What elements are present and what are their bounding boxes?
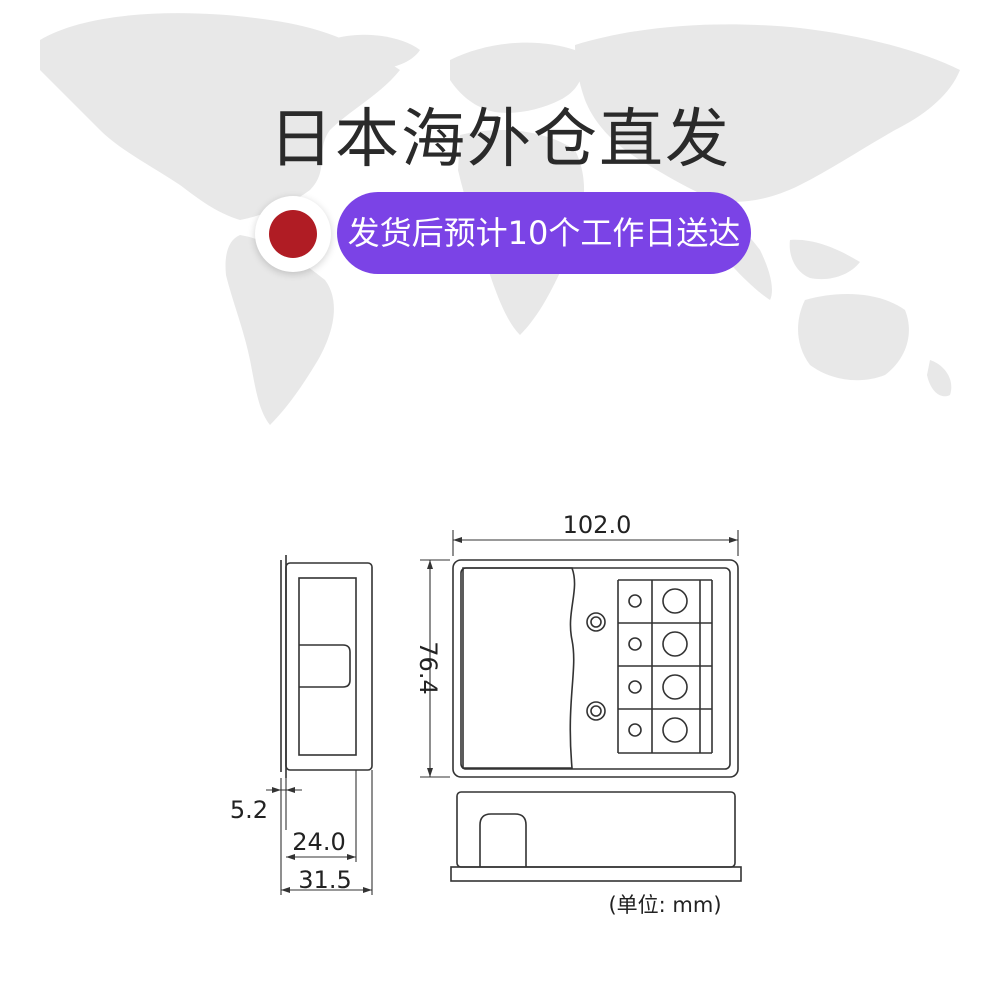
flag-sun-disc <box>269 210 317 258</box>
front-view <box>452 559 739 778</box>
dimension-height: 76.4 <box>414 641 442 694</box>
side-view <box>280 555 373 778</box>
japan-flag-icon <box>255 196 331 272</box>
bottom-view <box>450 791 742 882</box>
dimension-flange: 5.2 <box>230 796 268 824</box>
dimension-depth-inner: 24.0 <box>292 828 345 856</box>
headline: 日本海外仓直发 <box>269 103 731 177</box>
dimension-depth-total: 31.5 <box>298 866 351 894</box>
dimension-width: 102.0 <box>563 511 632 539</box>
shipping-note-badge: 发货后预计10个工作日送达 <box>337 192 751 274</box>
unit-note: (单位: mm) <box>608 893 721 917</box>
